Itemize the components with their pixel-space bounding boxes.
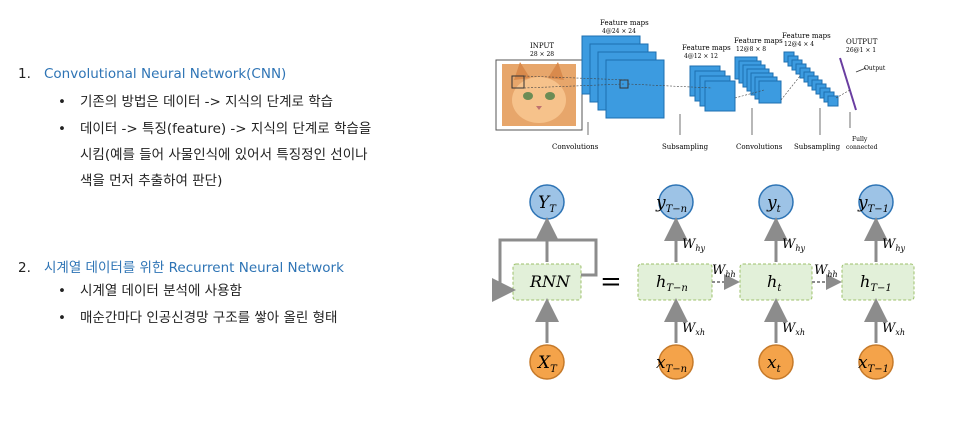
step-subsampling-2: Subsampling [794, 143, 841, 151]
rnn-diagram: YT RNN XT = yT−n hT−n xT−n Why Wxh Whh y… [492, 184, 915, 380]
svg-text:hT−1: hT−1 [860, 272, 892, 294]
node-x-t [758, 344, 794, 380]
fm3-stack [734, 56, 782, 104]
node-h-T-1 [841, 263, 915, 301]
fm4-stack [783, 51, 839, 107]
label-x-T: XT [536, 353, 558, 375]
svg-text:yT−1: yT−1 [857, 193, 889, 215]
section-2-heading: 시계열 데이터를 위한 Recurrent Neural Network [44, 260, 344, 276]
svg-text:Wxh: Wxh [782, 321, 805, 337]
output-label: OUTPUT [846, 38, 878, 46]
fm4-size: 12@4 × 4 [784, 41, 814, 48]
fm1-label: Feature maps [600, 19, 649, 27]
svg-text:xT−n: xT−n [656, 353, 687, 375]
equals-sign: = [600, 267, 622, 297]
section-1-heading: Convolutional Neural Network(CNN) [44, 66, 287, 82]
node-h-T-n [637, 263, 713, 301]
step-connected: connected [846, 144, 878, 151]
section-1-bullet-2-line-2: 시킴(예를 들어 사물인식에 있어서 특징정인 선이나 [80, 147, 368, 163]
section-2-bullet-1: •시계열 데이터 분석에 사용함 [58, 283, 242, 299]
cnn-connections [523, 75, 851, 101]
section-1-bullet-2-line-3: 색을 먼저 추출하여 판단) [80, 173, 223, 189]
node-x-T-n [658, 344, 694, 380]
fm3-size: 12@8 × 8 [736, 46, 766, 53]
node-x-T [529, 344, 565, 380]
fm3-label: Feature maps [734, 37, 783, 45]
section-2-number: 2. [18, 260, 31, 276]
svg-text:xt: xt [767, 353, 782, 375]
svg-text:xT−1: xT−1 [858, 353, 889, 375]
cnn-step-arrows [587, 108, 851, 135]
section-2-heading-row: 2. 시계열 데이터를 위한 Recurrent Neural Network [18, 256, 344, 276]
svg-text:ht: ht [767, 272, 782, 294]
unrolled-step-3: yT−1 hT−1 xT−1 Why Wxh [841, 184, 915, 380]
section-1-bullet-1: •기존의 방법은 데이터 -> 지식의 단계로 학습 [58, 94, 334, 110]
fm2-label: Feature maps [682, 44, 731, 52]
input-label: INPUT [530, 42, 554, 50]
section-2-bullet-2: •매순간마다 인공신경망 구조를 쌓아 올린 형태 [58, 310, 338, 326]
fm4-label: Feature maps [782, 32, 831, 40]
step-subsampling-1: Subsampling [662, 143, 709, 151]
node-x-T-1 [858, 344, 894, 380]
label-rnn: RNN [529, 272, 571, 291]
svg-text:yt: yt [766, 193, 782, 215]
recurrent-loop [492, 238, 598, 302]
svg-text:Why: Why [882, 237, 906, 253]
fm2-size: 4@12 × 12 [684, 53, 718, 60]
input-size: 28 × 28 [530, 51, 554, 58]
svg-text:Whh: Whh [712, 263, 736, 279]
step-convolutions-2: Convolutions [736, 143, 783, 151]
unrolled-step-1: yT−n hT−n xT−n Why Wxh [637, 184, 713, 380]
fm1-size: 4@24 × 24 [602, 28, 636, 35]
unrolled-step-2: yt ht xt Why Wxh [739, 184, 813, 380]
svg-text:Whh: Whh [814, 263, 838, 279]
step-convolutions-1: Convolutions [552, 143, 599, 151]
svg-text:hT−n: hT−n [656, 272, 688, 294]
cnn-diagram: INPUT 28 × 28 Feature maps 4@24 × 24 Fea… [495, 19, 886, 151]
step-fully: Fully [852, 136, 868, 143]
svg-text:Wxh: Wxh [682, 321, 705, 337]
section-1-heading-row: 1. Convolutional Neural Network(CNN) [18, 66, 286, 82]
output-layer [839, 57, 857, 111]
cat-image [502, 62, 576, 126]
label-y-T: YT [538, 193, 557, 215]
section-1-bullet-2: •데이터 -> 특징(feature) -> 지식의 단계로 학습을 [58, 121, 372, 137]
svg-text:Wxh: Wxh [882, 321, 905, 337]
svg-text:Why: Why [682, 237, 706, 253]
fm2-stack [689, 65, 736, 112]
svg-text:yT−n: yT−n [655, 193, 687, 215]
fm1-stack [581, 35, 665, 119]
output-size: 26@1 × 1 [846, 47, 876, 54]
output-arrow-label: Output [864, 65, 886, 72]
svg-text:Why: Why [782, 237, 806, 253]
section-1-number: 1. [18, 66, 31, 82]
